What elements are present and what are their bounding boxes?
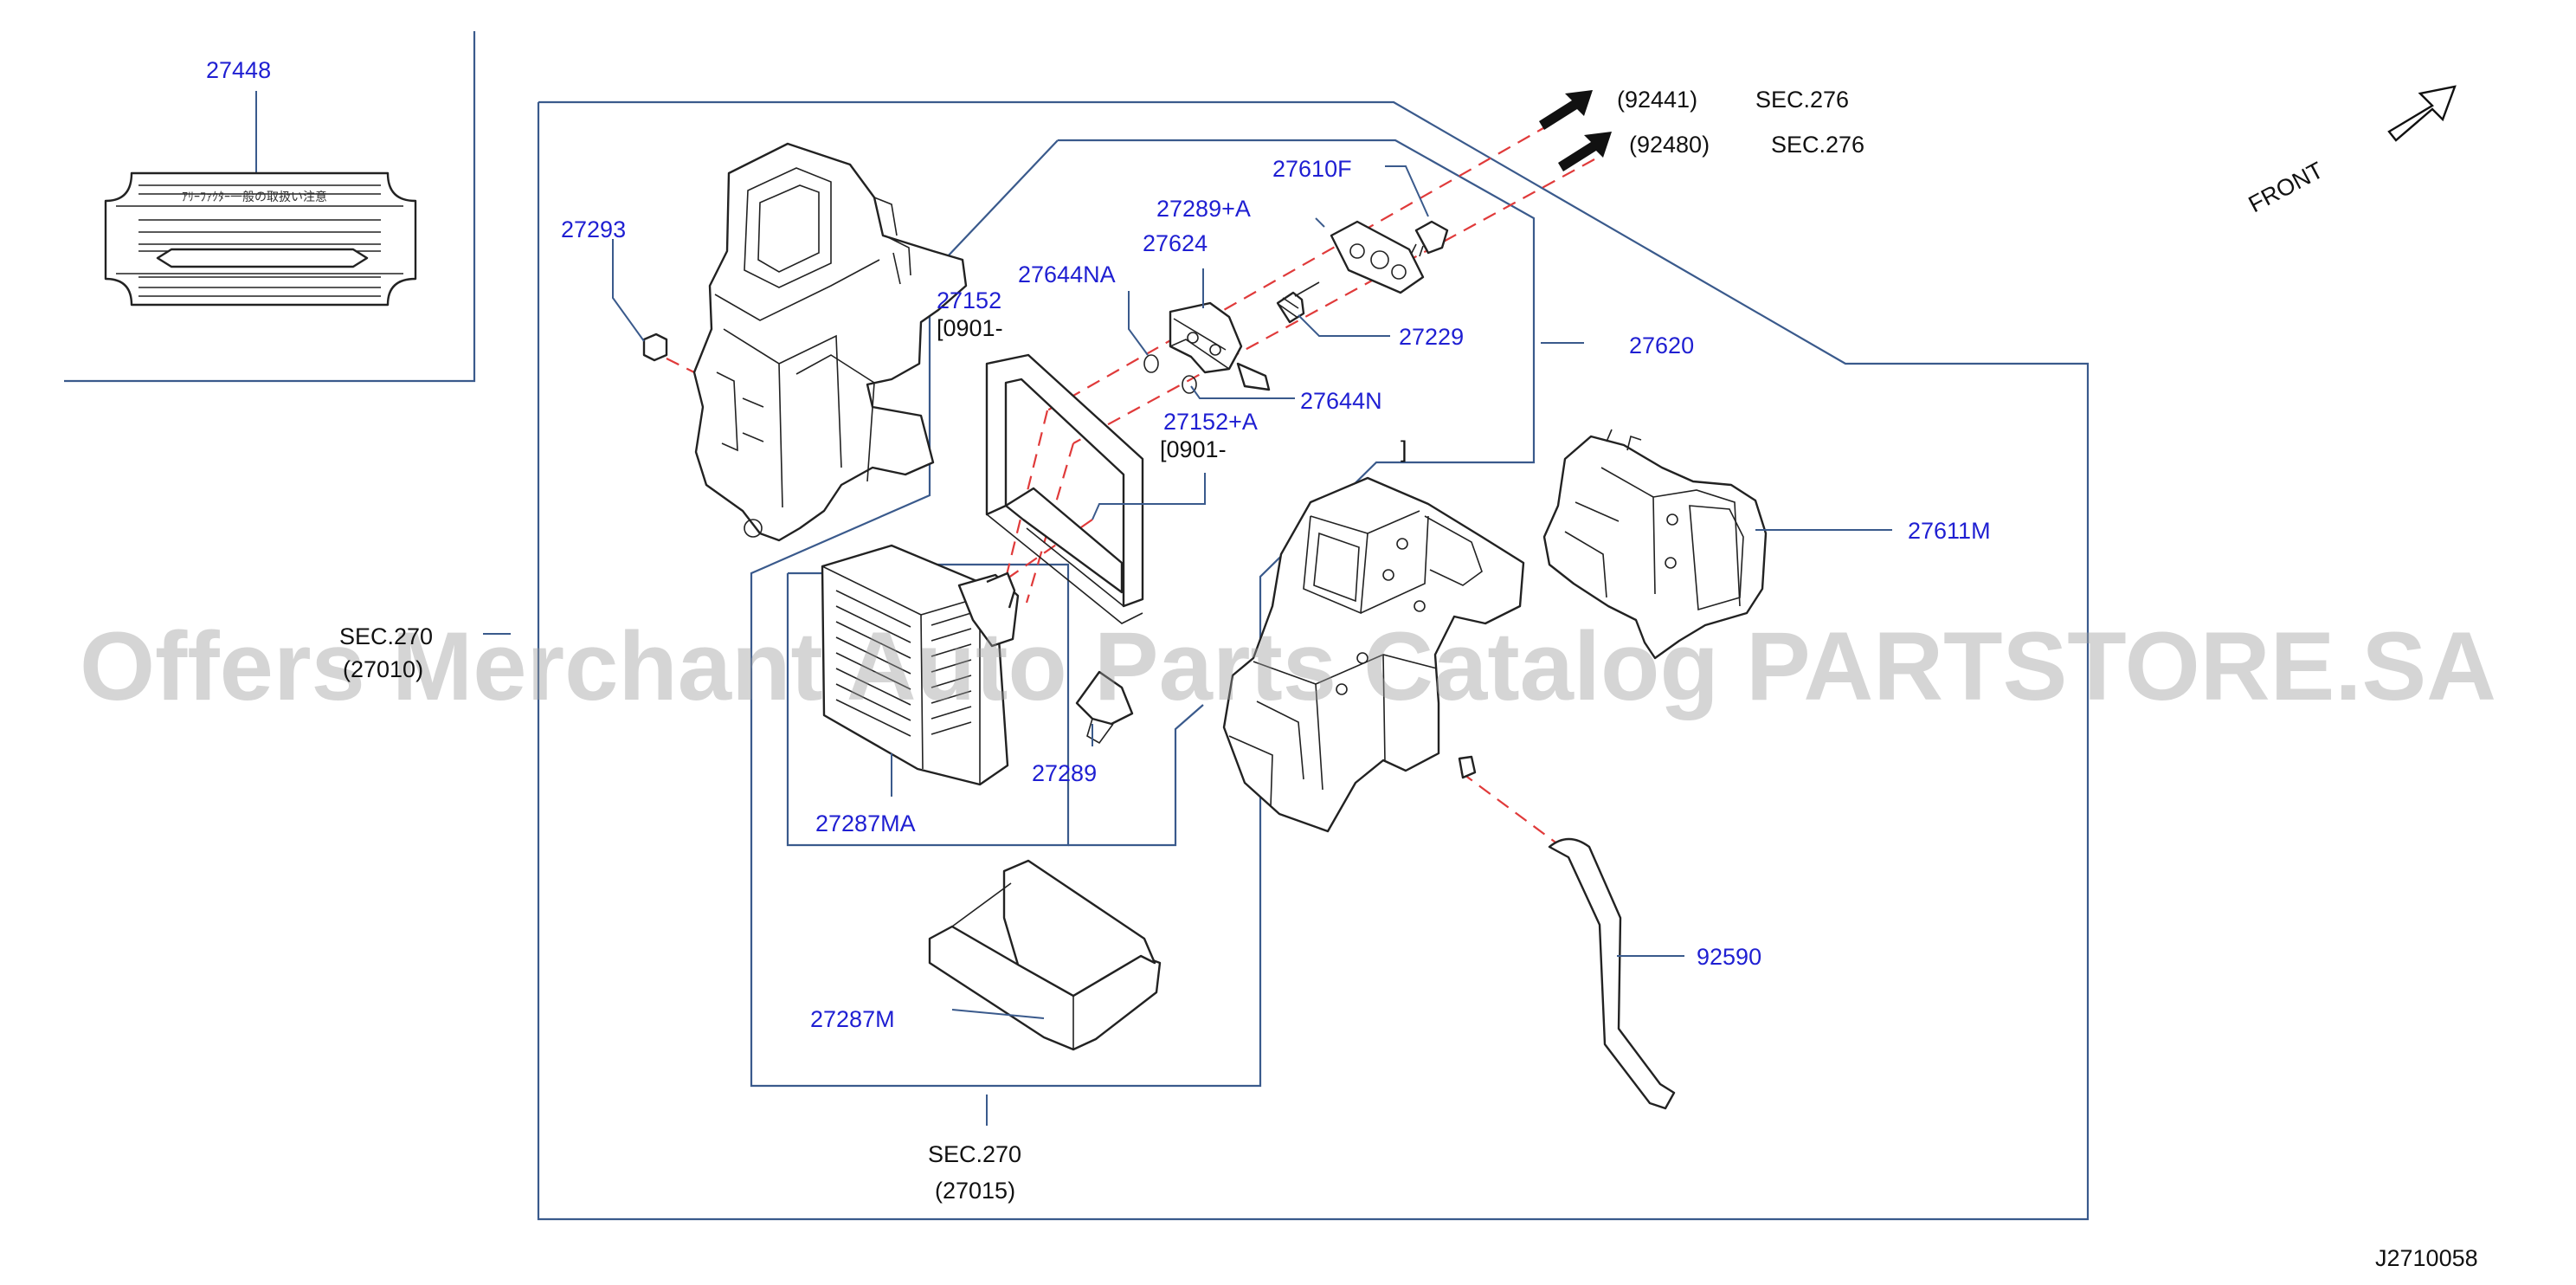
tray-27287M bbox=[928, 859, 1162, 1051]
label-27644NA[interactable]: 27644NA bbox=[1018, 262, 1116, 287]
drain-hose bbox=[1548, 837, 1676, 1110]
label-diagram-code: J2710058 bbox=[2375, 1245, 2478, 1271]
label-92480: (92480) bbox=[1629, 132, 1710, 158]
label-92590[interactable]: 92590 bbox=[1697, 944, 1761, 970]
label-27152[interactable]: 27152 bbox=[937, 287, 1001, 313]
label-27287MA[interactable]: 27287MA bbox=[815, 810, 916, 836]
label-27448[interactable]: 27448 bbox=[206, 57, 271, 83]
expansion-valve bbox=[1143, 281, 1320, 394]
label-27610F[interactable]: 27610F bbox=[1272, 156, 1352, 182]
label-sec276-b[interactable]: SEC.276 bbox=[1771, 132, 1864, 158]
label-sec276-a[interactable]: SEC.276 bbox=[1755, 87, 1849, 113]
label-27644N[interactable]: 27644N bbox=[1300, 388, 1382, 414]
evaporator bbox=[821, 544, 1020, 786]
label-sec270-bottom-code: (27015) bbox=[935, 1178, 1015, 1204]
sec276-arrows bbox=[1539, 90, 1612, 171]
label-bracket-close: ] bbox=[1401, 436, 1407, 462]
watermark-text: Offers Merchant Auto Parts Catalog PARTS… bbox=[80, 612, 2496, 720]
label-sec270-bottom[interactable]: SEC.270 bbox=[928, 1141, 1021, 1167]
label-27152A-code: [0901- bbox=[1160, 436, 1227, 462]
label-92441: (92441) bbox=[1617, 87, 1697, 113]
label-27229[interactable]: 27229 bbox=[1399, 324, 1464, 350]
label-27620[interactable]: 27620 bbox=[1629, 333, 1694, 358]
filter-frame bbox=[985, 353, 1144, 624]
label-leaders bbox=[483, 165, 1892, 1126]
label-inset: ｱﾘｰﾌｧｸﾀｰ一般の取扱い注意 bbox=[64, 31, 476, 383]
gasket-plate bbox=[1330, 220, 1449, 294]
label-27611M[interactable]: 27611M bbox=[1908, 518, 1991, 544]
label-27289A-top[interactable]: 27289+A bbox=[1156, 196, 1251, 222]
label-27152-code: [0901- bbox=[937, 315, 1003, 341]
label-27293[interactable]: 27293 bbox=[561, 216, 626, 242]
part-labels: 27448 27293 27152 [0901- 27644NA 27289+A… bbox=[206, 57, 2478, 1271]
hose-27289 bbox=[1075, 670, 1134, 745]
blower-unit bbox=[1222, 476, 1525, 833]
front-arrow bbox=[2387, 85, 2457, 142]
label-sec270-left-code: (27010) bbox=[343, 656, 423, 682]
label-27289[interactable]: 27289 bbox=[1032, 760, 1097, 786]
housing-27611M bbox=[1542, 429, 1768, 660]
label-front: FRONT bbox=[2244, 157, 2328, 217]
label-27152A[interactable]: 27152+A bbox=[1163, 409, 1258, 435]
svg-text:ｱﾘｰﾌｧｸﾀｰ一般の取扱い注意: ｱﾘｰﾌｧｸﾀｰ一般の取扱い注意 bbox=[182, 190, 327, 203]
label-27624[interactable]: 27624 bbox=[1143, 230, 1208, 256]
label-27287M[interactable]: 27287M bbox=[810, 1006, 895, 1032]
heater-case-left bbox=[642, 142, 968, 542]
label-sec270-left[interactable]: SEC.270 bbox=[339, 623, 433, 649]
